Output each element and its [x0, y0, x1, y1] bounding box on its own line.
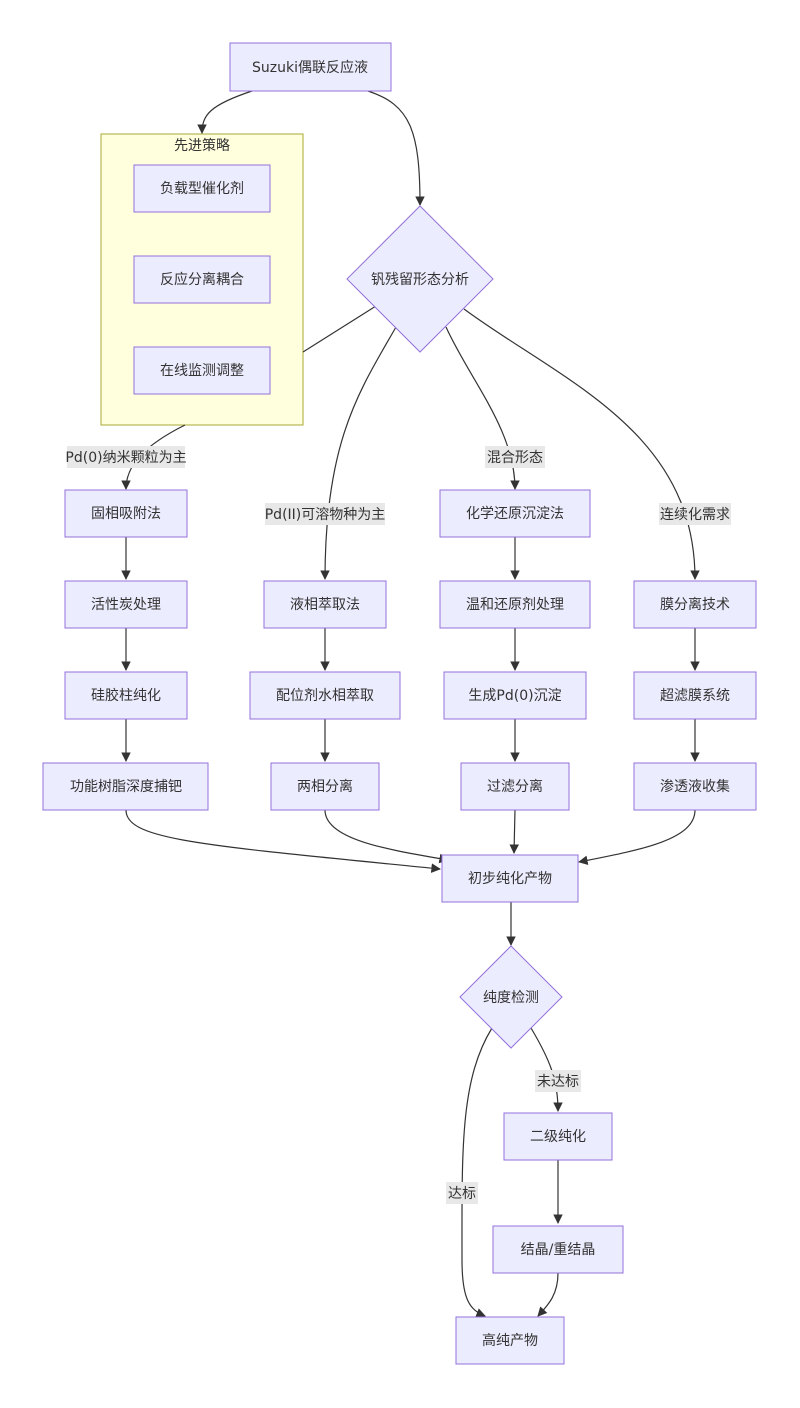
svg-text:渗透液收集: 渗透液收集 [660, 778, 730, 795]
svg-text:化学还原沉淀法: 化学还原沉淀法 [466, 506, 564, 522]
node-filtration: 过滤分离 [460, 762, 570, 811]
cluster-label: 先进策略 [174, 137, 230, 154]
svg-text:硅胶柱纯化: 硅胶柱纯化 [91, 687, 161, 704]
edge-label-pd0: Pd(0)纳米颗粒为主 [65, 446, 187, 468]
node-reaction-separation: 反应分离耦合 [133, 255, 271, 304]
svg-text:二级纯化: 二级纯化 [530, 1129, 586, 1145]
edge-label-pass: 达标 [446, 1182, 478, 1204]
svg-text:结晶/重结晶: 结晶/重结晶 [521, 1242, 596, 1258]
svg-text:纯度检测: 纯度检测 [483, 990, 539, 1006]
svg-text:活性炭处理: 活性炭处理 [91, 597, 161, 613]
edge-d3-prelim [578, 809, 696, 866]
node-purity-check: 纯度检测 [459, 945, 563, 1049]
edge-analysis-to-d1 [463, 308, 700, 580]
node-activated-carbon: 活性炭处理 [64, 580, 188, 629]
svg-text:固相吸附法: 固相吸附法 [91, 506, 161, 522]
edge-c4-prelim [509, 809, 519, 854]
svg-text:膜分离技术: 膜分离技术 [660, 596, 730, 613]
svg-text:Suzuki偶联反应液: Suzuki偶联反应液 [252, 59, 368, 76]
node-online-monitoring: 在线监测调整 [133, 346, 271, 395]
svg-text:温和还原剂处理: 温和还原剂处理 [466, 597, 564, 613]
svg-text:达标: 达标 [448, 1186, 476, 1202]
edge-recryst-final [537, 1272, 559, 1317]
svg-text:生成Pd(0)沉淀: 生成Pd(0)沉淀 [468, 688, 561, 704]
node-liquid-extraction: 液相萃取法 [263, 580, 387, 629]
edge-b3-prelim [324, 809, 449, 864]
nodes: Suzuki偶联反应液 钒残留形态分析 负载型催化剂 反应分离耦合 在线监测调整… [42, 42, 757, 1365]
edge-analysis-to-c1 [445, 326, 520, 490]
node-silica-column: 硅胶柱纯化 [64, 671, 188, 720]
svg-text:在线监测调整: 在线监测调整 [160, 363, 244, 379]
edge-labels: Pd(0)纳米颗粒为主 Pd(II)可溶物种为主 混合形态 连续化需求 未达标 … [65, 446, 731, 1204]
node-phase-separation: 两相分离 [270, 762, 380, 811]
node-residue-analysis: 钒残留形态分析 [346, 205, 494, 353]
edge-start-to-analysis [367, 90, 425, 206]
svg-text:液相萃取法: 液相萃取法 [290, 597, 360, 613]
svg-text:Pd(II)可溶物种为主: Pd(II)可溶物种为主 [265, 507, 386, 523]
svg-text:连续化需求: 连续化需求 [660, 506, 730, 523]
edge-check-second [530, 1027, 563, 1112]
svg-text:混合形态: 混合形态 [487, 450, 543, 466]
edge-check-final [461, 1027, 493, 1318]
node-recrystallization: 结晶/重结晶 [492, 1225, 624, 1274]
node-high-purity-product: 高纯产物 [455, 1316, 565, 1365]
svg-text:钒残留形态分析: 钒残留形态分析 [371, 272, 469, 288]
edge-label-continuous: 连续化需求 [659, 503, 731, 525]
svg-text:配位剂水相萃取: 配位剂水相萃取 [276, 688, 374, 704]
edge-label-mixed: 混合形态 [485, 446, 545, 468]
node-pd0-precipitate: 生成Pd(0)沉淀 [443, 671, 587, 720]
svg-text:未达标: 未达标 [537, 1074, 579, 1090]
svg-text:反应分离耦合: 反应分离耦合 [160, 271, 244, 288]
edge-start-to-cluster [197, 90, 253, 134]
svg-text:高纯产物: 高纯产物 [482, 1332, 538, 1349]
node-secondary-purification: 二级纯化 [503, 1112, 613, 1161]
node-permeate-collection: 渗透液收集 [633, 762, 757, 811]
svg-text:功能树脂深度捕钯: 功能树脂深度捕钯 [70, 779, 182, 795]
svg-text:过滤分离: 过滤分离 [487, 778, 543, 795]
edge-analysis-to-cluster [302, 305, 377, 353]
edge-label-pd2: Pd(II)可溶物种为主 [265, 503, 386, 525]
edge-analysis-to-b1 [320, 326, 397, 580]
node-supported-catalyst: 负载型催化剂 [133, 164, 271, 213]
node-membrane-separation: 膜分离技术 [633, 580, 757, 629]
svg-text:初步纯化产物: 初步纯化产物 [468, 870, 552, 887]
edge-a4-prelim [125, 809, 441, 873]
edge-label-fail: 未达标 [535, 1070, 581, 1092]
node-preliminary-product: 初步纯化产物 [441, 854, 579, 903]
node-functional-resin: 功能树脂深度捕钯 [42, 762, 209, 811]
svg-text:两相分离: 两相分离 [297, 778, 353, 795]
node-mild-reductant: 温和还原剂处理 [439, 580, 591, 629]
node-suzuki-reaction: Suzuki偶联反应液 [229, 42, 392, 92]
node-chemical-reduction: 化学还原沉淀法 [439, 489, 591, 538]
svg-text:负载型催化剂: 负载型催化剂 [160, 181, 244, 197]
node-ligand-extraction: 配位剂水相萃取 [249, 671, 401, 720]
node-solid-adsorption: 固相吸附法 [64, 489, 188, 538]
svg-text:超滤膜系统: 超滤膜系统 [660, 688, 730, 704]
node-ultrafiltration: 超滤膜系统 [633, 671, 757, 720]
svg-text:Pd(0)纳米颗粒为主: Pd(0)纳米颗粒为主 [65, 450, 186, 466]
